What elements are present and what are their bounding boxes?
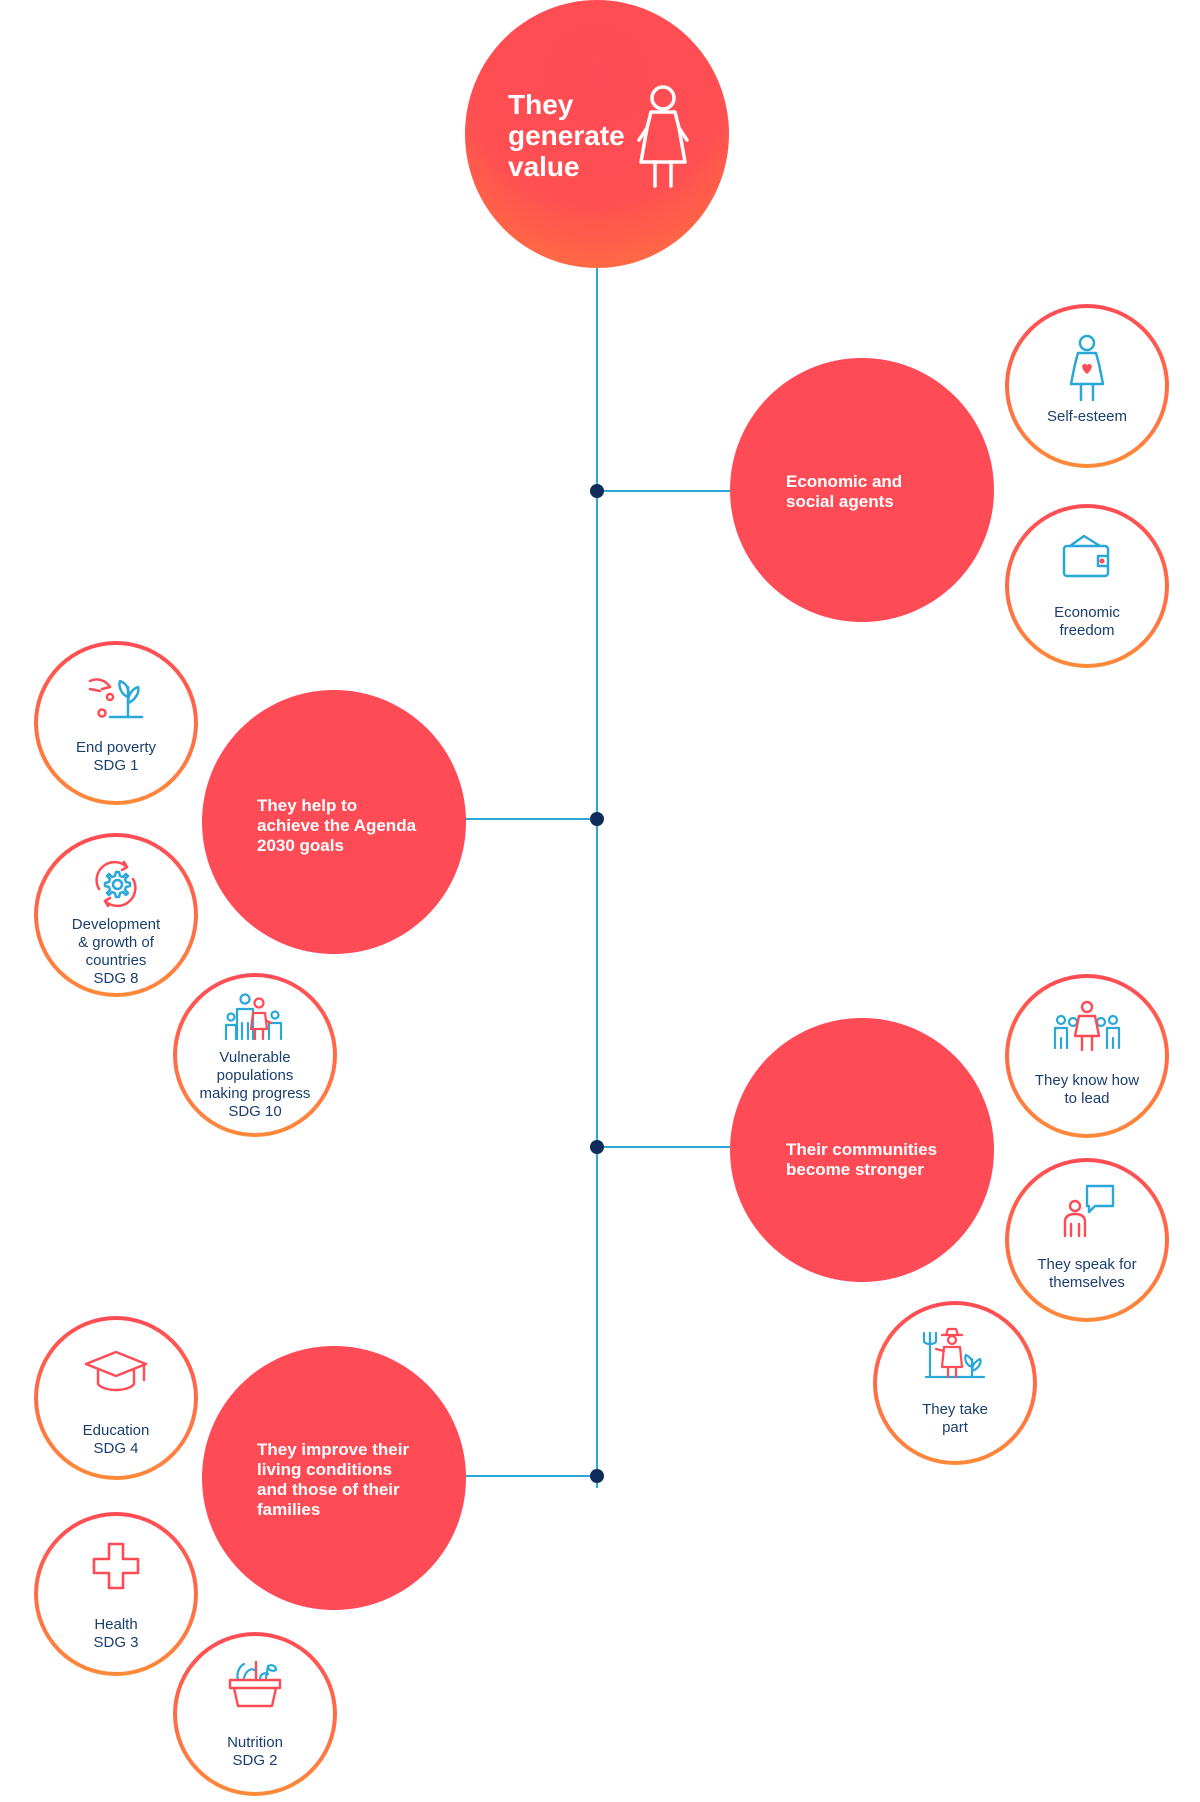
item-label-line: to lead — [1064, 1090, 1110, 1107]
timeline-dot-living — [590, 1469, 604, 1483]
family-icon — [224, 993, 283, 1041]
hub-label: They help to achieve the Agenda 2030 goa… — [257, 796, 416, 856]
hand-plant-icon — [88, 678, 144, 719]
farmer-icon — [922, 1327, 986, 1379]
graduation-cap-icon — [84, 1350, 148, 1392]
item-label: They take part — [881, 1401, 1029, 1437]
item-label: Education SDG 4 — [42, 1422, 190, 1458]
connector-living — [462, 1475, 596, 1477]
item-label-line: SDG 8 — [93, 970, 139, 987]
item-label-line: They take — [922, 1401, 988, 1418]
item-label-line: Education — [82, 1422, 150, 1439]
item-label: End poverty SDG 1 — [42, 739, 190, 775]
item-label-line: & growth of — [78, 934, 154, 951]
hub-label-line: 2030 goals — [257, 836, 344, 855]
gear-cycle-icon — [95, 860, 137, 908]
item-label-line: part — [942, 1419, 968, 1436]
top-title-line: generate — [508, 120, 625, 151]
hub-label: They improve their living conditions and… — [257, 1440, 409, 1520]
hub-label-line: families — [257, 1500, 321, 1519]
item-label-line: SDG 10 — [228, 1103, 282, 1120]
hub-label-line: living conditions — [257, 1460, 393, 1479]
timeline-dot-economic — [590, 484, 604, 498]
hub-agenda-2030: They help to achieve the Agenda 2030 goa… — [202, 690, 466, 954]
item-label-line: populations — [216, 1067, 294, 1084]
item-label-line: making progress — [199, 1085, 311, 1102]
top-title-line: They — [508, 89, 574, 120]
item-label-line: SDG 2 — [232, 1752, 278, 1769]
timeline-dot-agenda — [590, 812, 604, 826]
hub-label: Economic and social agents — [786, 472, 902, 512]
hub-label-line: Economic and — [786, 472, 903, 491]
item-label-line: Economic — [1054, 604, 1120, 621]
food-basket-icon — [228, 1660, 282, 1708]
connector-agenda — [462, 818, 596, 820]
item-education: Education SDG 4 — [34, 1316, 198, 1480]
hub-label-line: and those of their — [257, 1480, 400, 1499]
item-label-line: SDG 3 — [93, 1634, 139, 1651]
item-label-line: SDG 4 — [93, 1440, 139, 1457]
item-self-esteem: Self-esteem — [1005, 304, 1169, 468]
item-label-line: Development — [71, 916, 161, 933]
top-title: They generate value — [508, 89, 638, 182]
wallet-icon — [1062, 534, 1110, 578]
item-label-line: Health — [94, 1616, 138, 1633]
item-label-line: They know how — [1034, 1072, 1140, 1089]
item-label-line: They speak for — [1037, 1256, 1137, 1273]
item-end-poverty: End poverty SDG 1 — [34, 641, 198, 805]
item-development-growth: Development & growth of countries SDG 8 — [34, 833, 198, 997]
item-know-how-to-lead: They know how to lead — [1005, 974, 1169, 1138]
item-label: They know how to lead — [1013, 1072, 1161, 1108]
hub-label-line: become stronger — [786, 1160, 924, 1179]
hub-communities-stronger: Their communities become stronger — [730, 1018, 994, 1282]
timeline-line — [596, 264, 598, 1488]
connector-communities — [598, 1146, 730, 1148]
woman-icon — [637, 85, 689, 188]
hub-label: Their communities become stronger — [786, 1140, 937, 1180]
hub-label-line: They improve their — [257, 1440, 410, 1459]
top-title-line: value — [508, 151, 580, 182]
item-economic-freedom: Economic freedom — [1005, 504, 1169, 668]
item-label: Economic freedom — [1013, 604, 1161, 640]
medical-cross-icon — [92, 1542, 140, 1590]
item-label-line: Nutrition — [227, 1734, 283, 1751]
hub-label-line: Their communities — [786, 1140, 938, 1159]
item-label-line: SDG 1 — [93, 757, 139, 774]
item-label-line: countries — [85, 952, 147, 969]
item-label-line: Vulnerable — [219, 1049, 291, 1066]
item-nutrition: Nutrition SDG 2 — [173, 1632, 337, 1796]
item-label-line: themselves — [1049, 1274, 1125, 1291]
item-label: Health SDG 3 — [42, 1616, 190, 1652]
woman-heart-icon — [1069, 334, 1105, 402]
timeline-dot-communities — [590, 1140, 604, 1154]
item-label-line: freedom — [1059, 622, 1115, 639]
item-label: Development & growth of countries SDG 8 — [42, 916, 190, 988]
item-label-line: End poverty — [75, 739, 157, 756]
item-label: Nutrition SDG 2 — [181, 1734, 329, 1770]
hub-label-line: social agents — [786, 492, 894, 511]
hub-label-line: achieve the Agenda — [257, 816, 417, 835]
group-leader-icon — [1053, 1000, 1121, 1052]
hub-living-conditions: They improve their living conditions and… — [202, 1346, 466, 1610]
item-vulnerable-populations: Vulnerable populations making progress S… — [173, 973, 337, 1137]
item-take-part: They take part — [873, 1301, 1037, 1465]
item-label: They speak for themselves — [1013, 1256, 1161, 1292]
item-health: Health SDG 3 — [34, 1512, 198, 1676]
hub-economic-social-agents: Economic and social agents — [730, 358, 994, 622]
connector-economic — [598, 490, 730, 492]
hub-label-line: They help to — [257, 796, 358, 815]
item-label: Vulnerable populations making progress S… — [181, 1049, 329, 1121]
item-label-line: Self-esteem — [1046, 408, 1128, 425]
item-label: Self-esteem — [1013, 408, 1161, 426]
speech-bubble-person-icon — [1063, 1184, 1115, 1238]
top-circle: They generate value — [465, 0, 729, 268]
item-speak-for-themselves: They speak for themselves — [1005, 1158, 1169, 1322]
